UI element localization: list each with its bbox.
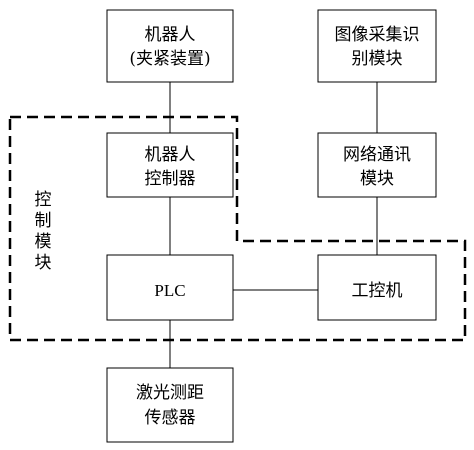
- node-plc-label: PLC: [154, 281, 185, 300]
- node-plc-box: [106, 254, 234, 321]
- node-robot-controller-line-1: 机器人: [145, 145, 196, 165]
- node-image-module-line-2: 别模块: [352, 49, 403, 69]
- node-robot: 机器人 (夹紧装置): [106, 9, 234, 83]
- node-ipc-box: [317, 254, 437, 321]
- node-robot-line-2: (夹紧装置): [129, 49, 210, 69]
- region-label-char: 块: [35, 253, 52, 273]
- node-network-module-line-1: 网络通讯: [343, 145, 411, 165]
- control-module-label: 控 制 模 块: [35, 190, 52, 273]
- region-label-char: 制: [35, 211, 52, 231]
- node-robot-box: [106, 9, 234, 83]
- node-ipc: 工控机: [317, 254, 437, 321]
- region-label-char: 控: [35, 190, 52, 210]
- node-image-module-line-1: 图像采集识: [335, 25, 420, 45]
- node-laser-sensor-box: [106, 367, 234, 443]
- node-ipc-label: 工控机: [352, 281, 403, 301]
- node-robot-controller-box: [106, 132, 234, 198]
- node-laser-sensor-line-1: 激光测距: [136, 383, 204, 403]
- node-network-module-box: [317, 132, 437, 198]
- node-network-module: 网络通讯 模块: [317, 132, 437, 198]
- node-network-module-line-2: 模块: [360, 169, 394, 189]
- node-laser-sensor-line-2: 传感器: [145, 408, 196, 428]
- node-robot-controller: 机器人 控制器: [106, 132, 234, 198]
- node-robot-line-1: 机器人: [145, 25, 196, 45]
- node-image-module: 图像采集识 别模块: [317, 9, 437, 83]
- control-module-region: [8, 115, 467, 342]
- node-laser-sensor: 激光测距 传感器: [106, 367, 234, 443]
- node-image-module-box: [317, 9, 437, 83]
- node-plc: PLC: [106, 254, 234, 321]
- region-label-char: 模: [35, 232, 52, 252]
- node-robot-controller-line-2: 控制器: [145, 169, 196, 189]
